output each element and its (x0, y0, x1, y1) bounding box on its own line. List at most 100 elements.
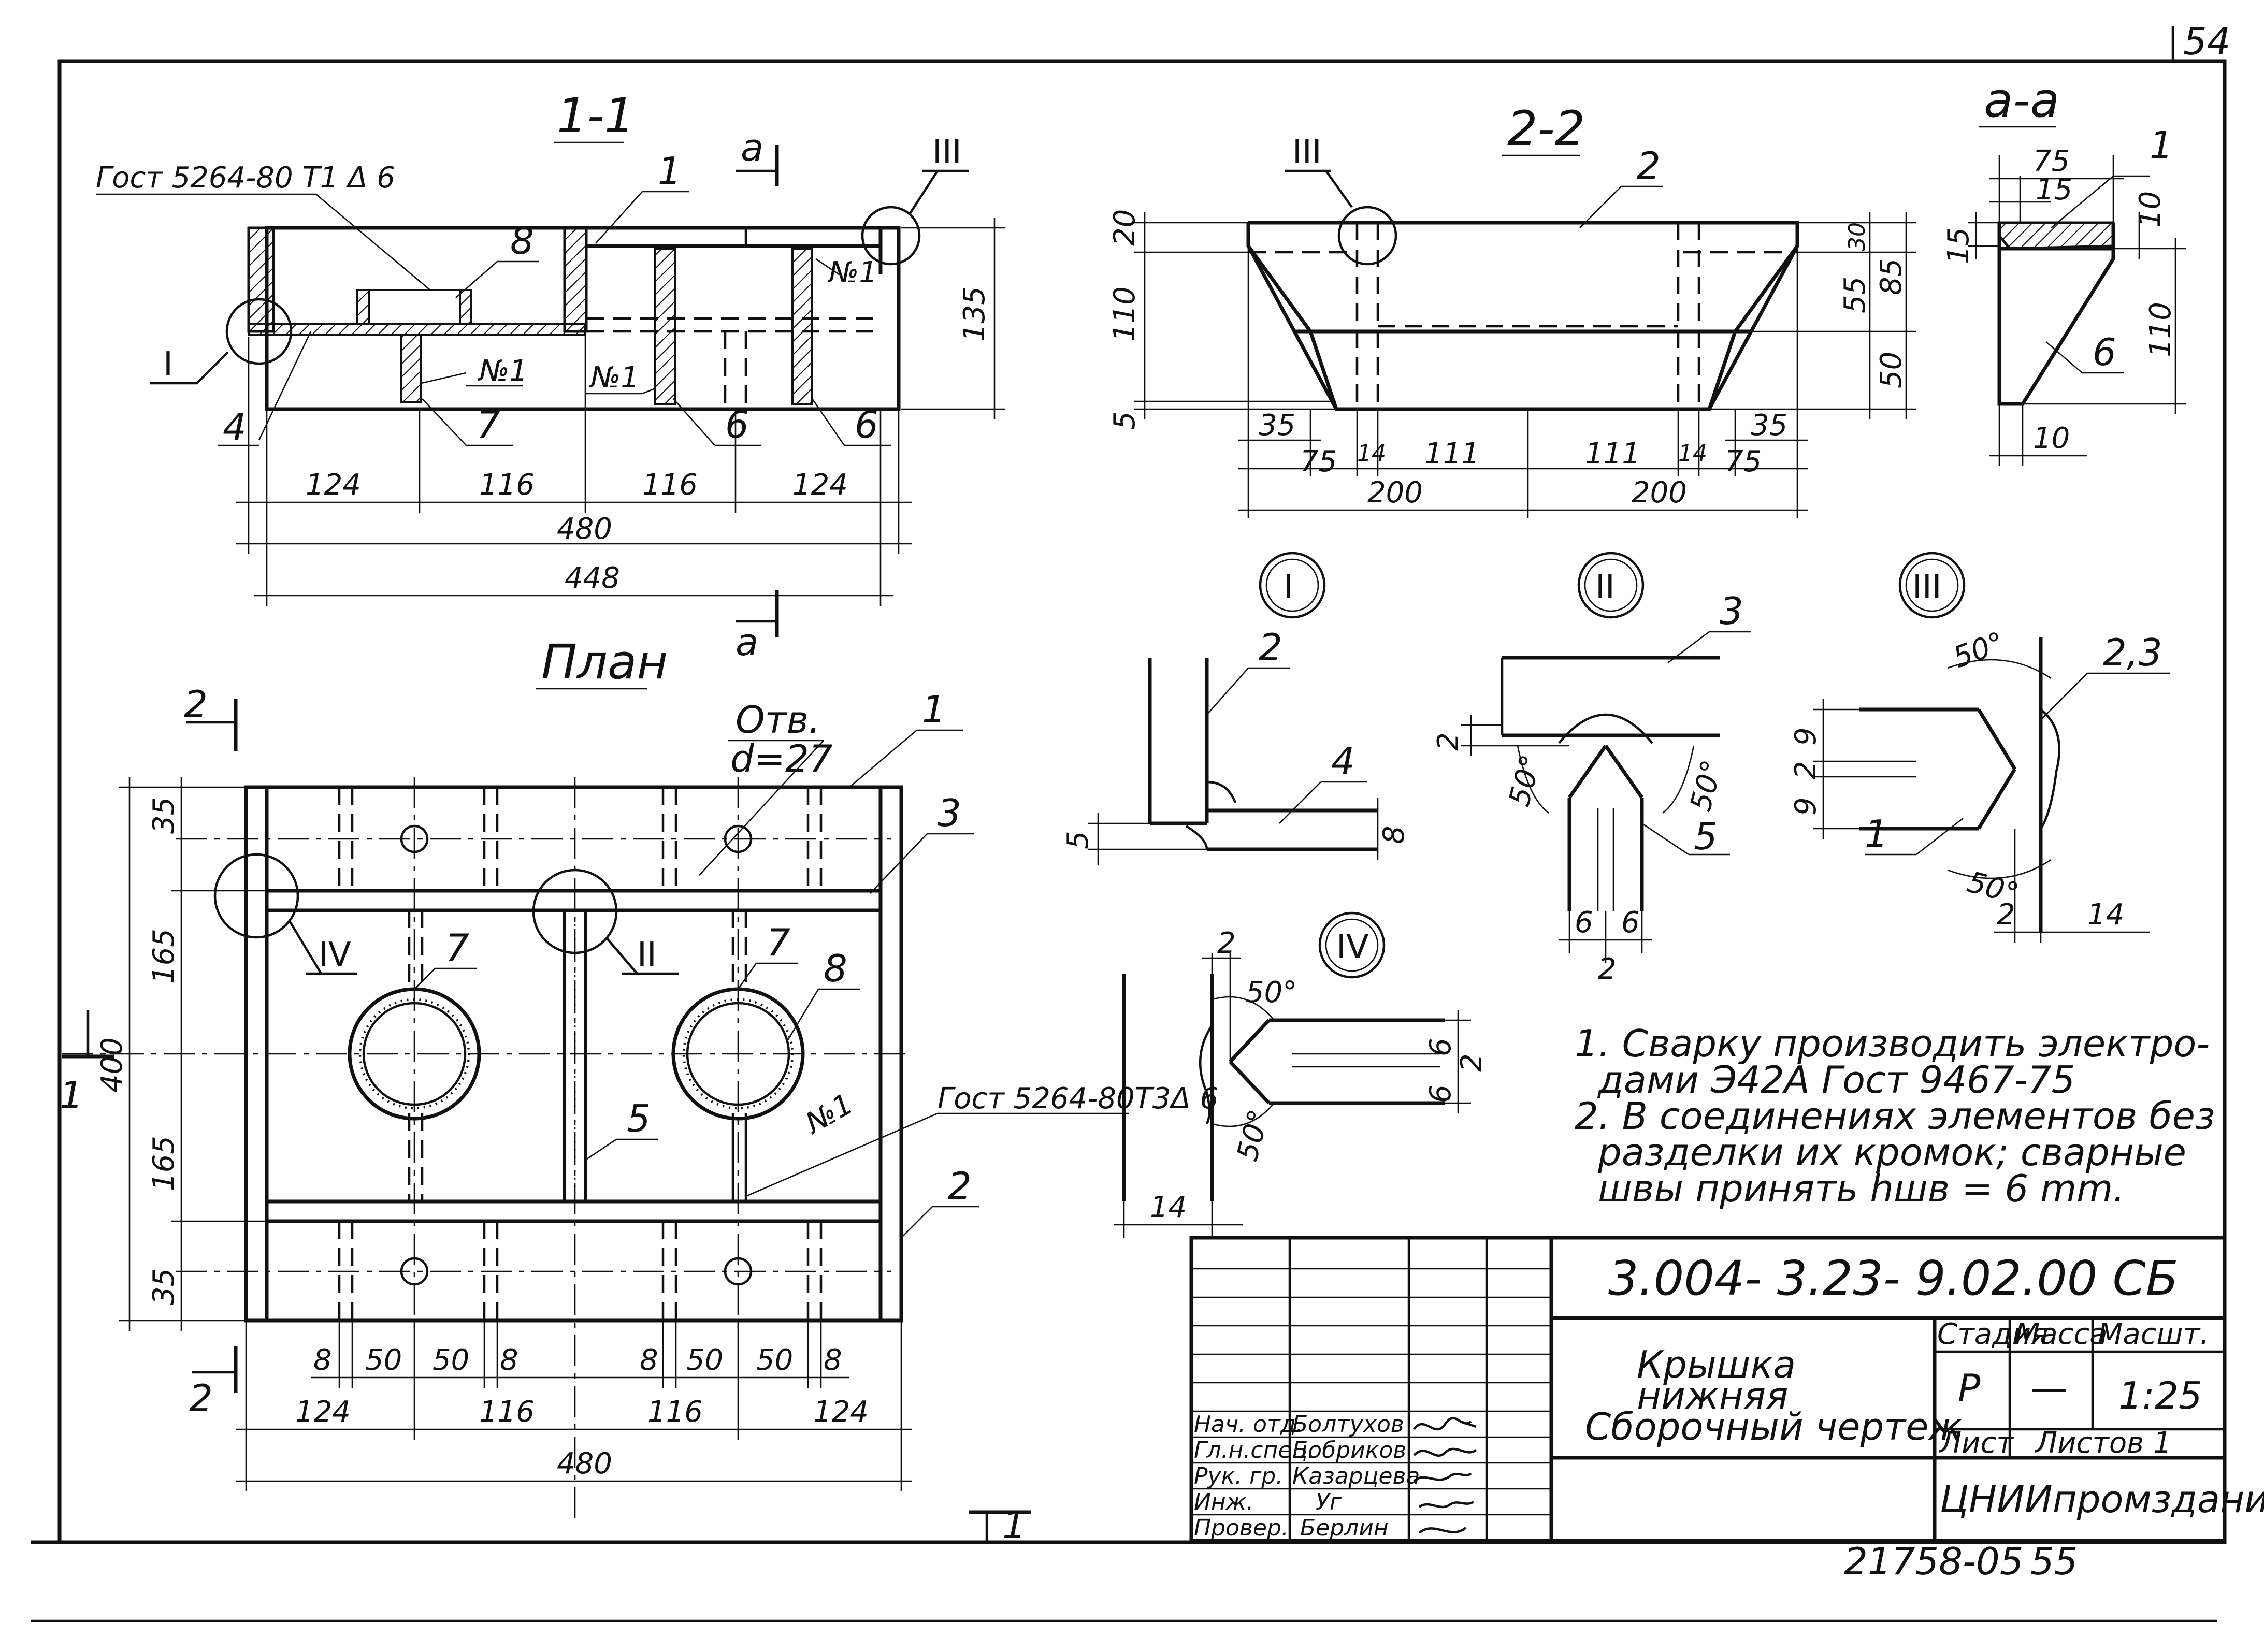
dim-a-a-15b: 15 (1942, 227, 1975, 264)
callout-plan-5: 5 (627, 1097, 651, 1140)
name-2: Бобриков (1292, 1437, 1406, 1463)
node-tag-III-1-1: III (932, 133, 962, 171)
signatures (1413, 1417, 1477, 1534)
detail-IV-dim-6a: 6 (1424, 1038, 1458, 1056)
callout-plan-7a: 7 (445, 926, 469, 969)
detail-IV-dim-6b: 6 (1424, 1084, 1458, 1103)
name-5: Берлин (1300, 1515, 1389, 1541)
detail-IV-dim-2b: 2 (1455, 1053, 1489, 1072)
dim-plan-116b: 116 (647, 1395, 703, 1429)
dim-plan-8a: 8 (313, 1343, 332, 1377)
role-checker: Провер. (1194, 1515, 1289, 1541)
sheets-label: Листов 1 (2035, 1426, 2172, 1460)
dim-2-2-200a: 200 (1367, 476, 1423, 510)
role-engineer: Инж. (1194, 1489, 1253, 1515)
detail-III-callout-1: 1 (1865, 812, 1888, 856)
name-4: Уг (1316, 1489, 1342, 1515)
title-block: 3.004- 3.23- 9.02.00 СБ Крышка нижняя Сб… (1189, 1236, 2264, 1543)
callout-plan-7b: 7 (767, 921, 790, 964)
dim-1-1-124a: 124 (306, 468, 361, 502)
dim-1-1-124b: 124 (792, 468, 848, 502)
callout-1-1-4: 4 (223, 405, 247, 449)
wall-mid-hatched (563, 226, 588, 333)
sheet-label: Лист (1939, 1426, 2014, 1460)
detail-III-angle-top: 50° (1949, 626, 2009, 675)
plan-center-lines (62, 777, 912, 1523)
dim-2-2-200b: 200 (1632, 476, 1687, 510)
detail-I-label: I (1284, 568, 1293, 606)
dim-a-a-75: 75 (2033, 144, 2070, 178)
dim-a-a-10b: 10 (2033, 422, 2070, 455)
callout-1-1-no1c: №1 (827, 256, 877, 289)
detail-I-callout-2: 2 (1259, 626, 1282, 669)
rib-6b (791, 248, 813, 405)
callout-1-1-6b: 6 (855, 403, 878, 446)
node-tag-IV-plan: IV (319, 936, 351, 974)
dim-2-2-5: 5 (1108, 411, 1142, 430)
role-chief-spec: Гл.н.спец. (1194, 1437, 1315, 1463)
dim-2-2-75b: 75 (1725, 445, 1762, 479)
cut-mark-2-top: 2 (184, 683, 208, 726)
section-2-2: 2-2 III 2 20 110 5 30 (1108, 101, 1916, 518)
detail-II-dim-6a: 6 (1575, 906, 1593, 939)
dim-a-a-10a: 10 (2133, 191, 2167, 228)
hole-note: Отв. (736, 698, 820, 742)
dim-plan-165b: 165 (147, 1136, 181, 1191)
dim-plan-8d: 8 (824, 1343, 842, 1377)
dim-plan-50a: 50 (365, 1343, 402, 1377)
role-head-dept: Нач. отд. (1194, 1411, 1303, 1438)
callout-1-1-8: 8 (510, 219, 534, 263)
dim-2-2-20: 20 (1108, 209, 1142, 246)
dim-2-2-55: 55 (1838, 277, 1872, 313)
detail-III-dim-14: 14 (2087, 898, 2124, 932)
title-line-3: Сборочный чертеж (1585, 1405, 1962, 1448)
hole-diameter: d=27 (730, 737, 833, 780)
node-tag-III-2-2: III (1292, 133, 1322, 171)
note-1-line-2: дами Э42А Гост 9467-75 (1597, 1058, 2075, 1102)
detail-II-dim-2a: 2 (1432, 732, 1465, 751)
rib-6a (654, 248, 676, 405)
title-line-1: Крышка (1637, 1343, 1796, 1386)
detail-II-label: II (1595, 568, 1615, 606)
callout-1-1-no1b: №1 (589, 361, 639, 395)
detail-IV-dim-2a: 2 (1217, 926, 1236, 960)
dim-2-2-35a: 35 (1259, 409, 1295, 442)
sheet-number: 54 (2183, 20, 2231, 63)
detail-II-angle-right: 50° (1684, 757, 1729, 815)
detail-III-dim-9a: 9 (1789, 727, 1823, 746)
dim-2-2-110: 110 (1108, 286, 1142, 342)
dim-2-2-14a: 14 (1357, 440, 1386, 467)
name-1: Болтухов (1292, 1411, 1404, 1438)
detail-IV-angle-bottom: 50° (1231, 1106, 1276, 1165)
dim-2-2-50: 50 (1874, 352, 1908, 388)
callout-plan-2: 2 (948, 1164, 972, 1208)
dim-a-a-110: 110 (2144, 302, 2178, 357)
detail-I-callout-4: 4 (1331, 740, 1355, 783)
dim-a-a-15a: 15 (2036, 173, 2072, 207)
detail-II-callout-3: 3 (1720, 589, 1743, 633)
dim-plan-116a: 116 (479, 1395, 535, 1429)
dim-plan-124b: 124 (813, 1395, 869, 1429)
detail-IV: IV 50° 50° 2 6 2 6 14 (1114, 911, 1489, 1238)
dim-2-2-85: 85 (1874, 258, 1908, 295)
dim-plan-35a: 35 (147, 797, 181, 834)
stage-value: Р (1958, 1366, 1981, 1410)
bottom-plate-hatched (248, 323, 586, 336)
detail-II: II 50° 50° 3 5 2 6 6 2 (1432, 552, 1751, 986)
callout-1-1-7: 7 (477, 403, 500, 446)
note-2-line-1: 2. В соединениях элементов без (1575, 1094, 2215, 1138)
plan-holes (348, 824, 805, 1286)
note-2-line-2: разделки их кромок; сварные (1597, 1131, 2186, 1174)
dim-plan-480: 480 (557, 1447, 612, 1481)
callout-plan-1: 1 (922, 688, 946, 731)
callout-a-a-6: 6 (2093, 330, 2116, 374)
section-2-2-title: 2-2 (1507, 101, 1585, 156)
node-tag-I-1-1: I (163, 345, 173, 384)
detail-IV-dim-14: 14 (1150, 1191, 1187, 1224)
organization: ЦНИИпромзданий (1940, 1477, 2264, 1521)
plan-hidden-ribs (338, 787, 823, 1321)
technical-notes: 1. Сварку производить электро- дами Э42А… (1575, 1022, 2215, 1210)
dim-plan-8b: 8 (500, 1343, 518, 1377)
dim-1-1-480: 480 (557, 512, 612, 546)
detail-II-dim-6b: 6 (1621, 906, 1640, 939)
